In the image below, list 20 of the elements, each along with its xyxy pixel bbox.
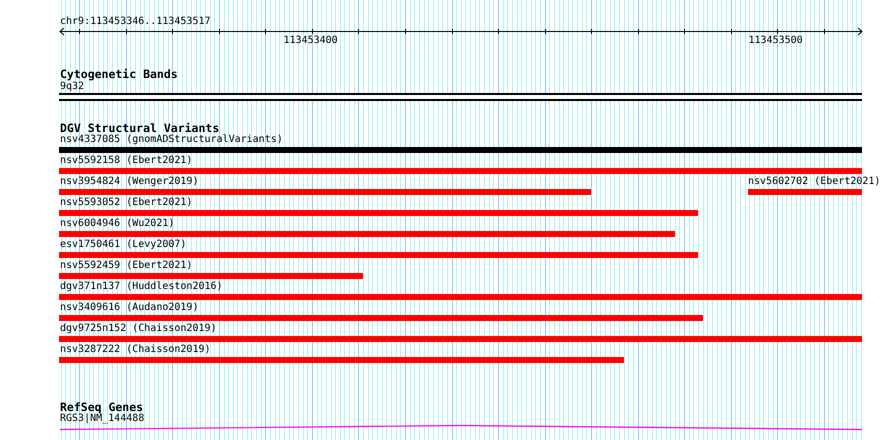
band-label: 9q32 xyxy=(59,82,84,92)
feature-label: nsv3409616 (Audano2019) xyxy=(59,303,198,313)
feature-label: nsv3287222 (Chaisson2019) xyxy=(59,345,211,355)
feature-label: dgv9725n152 (Chaisson2019) xyxy=(59,324,217,334)
track-title: RefSeq Genes xyxy=(60,401,144,413)
track-title: Cytogenetic Bands xyxy=(60,68,178,80)
track-title: DGV Structural Variants xyxy=(60,122,220,134)
feature-label: dgv371n137 (Huddleston2016) xyxy=(59,282,223,292)
feature-label: nsv5592459 (Ebert2021) xyxy=(59,261,192,271)
feature-label: nsv4337085 (gnomADStructuralVariants) xyxy=(59,135,283,145)
feature-label: nsv5592158 (Ebert2021) xyxy=(59,156,192,166)
feature-label: nsv5593052 (Ebert2021) xyxy=(59,198,192,208)
tick-label: 113453400 xyxy=(284,36,338,46)
tick-label: 113453500 xyxy=(748,36,803,46)
feature-label: nsv5602702 (Ebert2021) xyxy=(748,177,880,187)
feature-label: nsv3954824 (Wenger2019) xyxy=(59,177,198,187)
gene-label: RGS3|NM_144488 xyxy=(59,414,144,424)
feature-label: esv1750461 (Levy2007) xyxy=(59,240,186,250)
coordinate-label: chr9:113453346..113453517 xyxy=(60,16,211,26)
feature-label: nsv6004946 (Wu2021) xyxy=(59,219,174,229)
